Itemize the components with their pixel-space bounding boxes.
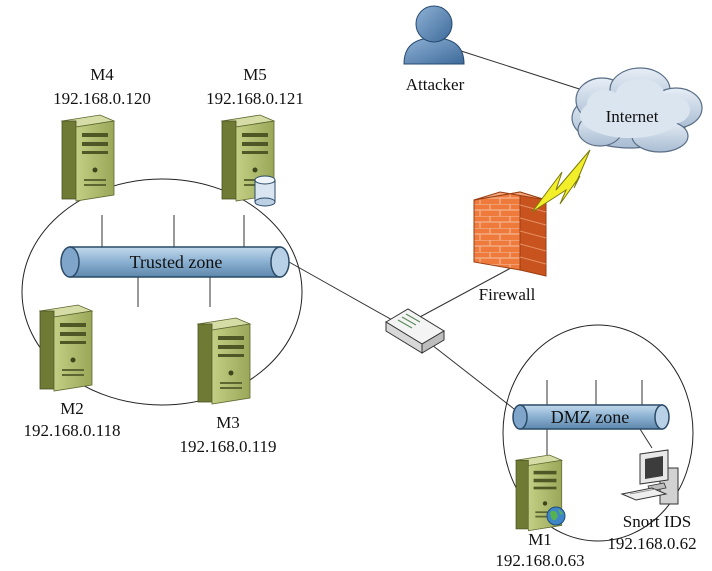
server-tower-icon [61,114,115,202]
server-m4: M4 192.168.0.120 [53,65,151,202]
server-m5: M5 192.168.0.121 [206,65,304,207]
dmz-zone-ring [502,324,694,542]
link-attacker-to-internet [457,49,599,96]
internet-label: Internet [606,107,659,126]
attacker-group: Attacker [403,5,465,94]
m3-name: M3 [216,413,240,432]
m3-ip: 192.168.0.119 [179,437,276,456]
m2-name: M2 [60,399,84,418]
server-tower-icon [197,317,251,405]
brick-wall-icon [473,191,547,277]
connection-lines [288,49,599,413]
trusted-zone-tube: Trusted zone [60,246,290,278]
server-tower-icon [39,304,93,392]
server-m1: M1 192.168.0.63 [495,454,585,570]
firewall-label: Firewall [479,285,536,304]
trusted-zone-group: Trusted zone [21,178,303,406]
snort-ids-group: Snort IDS 192.168.0.62 [607,449,697,553]
server-m3: M3 192.168.0.119 [179,317,277,456]
snort-ip: 192.168.0.62 [607,534,696,553]
trusted-zone-label: Trusted zone [130,252,223,272]
trusted-zone-ring [21,178,303,406]
attacker-label: Attacker [406,75,465,94]
server-m2: M2 192.168.0.118 [23,304,121,440]
internet-group: Internet [571,67,703,153]
dmz-zone-label: DMZ zone [551,407,629,427]
link-switch-to-firewall [417,261,523,319]
globe-icon [546,506,566,526]
m4-ip: 192.168.0.120 [53,89,151,108]
switch-icon [385,308,445,354]
link-switch-to-dmz [431,344,519,413]
snort-name: Snort IDS [623,512,691,531]
trusted-zone-drops [101,215,245,307]
lightning-icon [531,149,591,213]
workstation-icon [620,449,679,505]
dmz-zone-drops [546,380,653,455]
m2-ip: 192.168.0.118 [23,421,120,440]
m5-ip: 192.168.0.121 [206,89,304,108]
dmz-zone-tube: DMZ zone [512,404,670,430]
m1-name: M1 [528,530,552,549]
link-trusted-to-switch [288,261,411,331]
m1-ip: 192.168.0.63 [495,551,584,570]
dmz-zone-group: DMZ zone [502,324,694,542]
m5-name: M5 [243,65,267,84]
m4-name: M4 [90,65,114,84]
database-icon [254,175,276,207]
user-icon [403,5,465,65]
